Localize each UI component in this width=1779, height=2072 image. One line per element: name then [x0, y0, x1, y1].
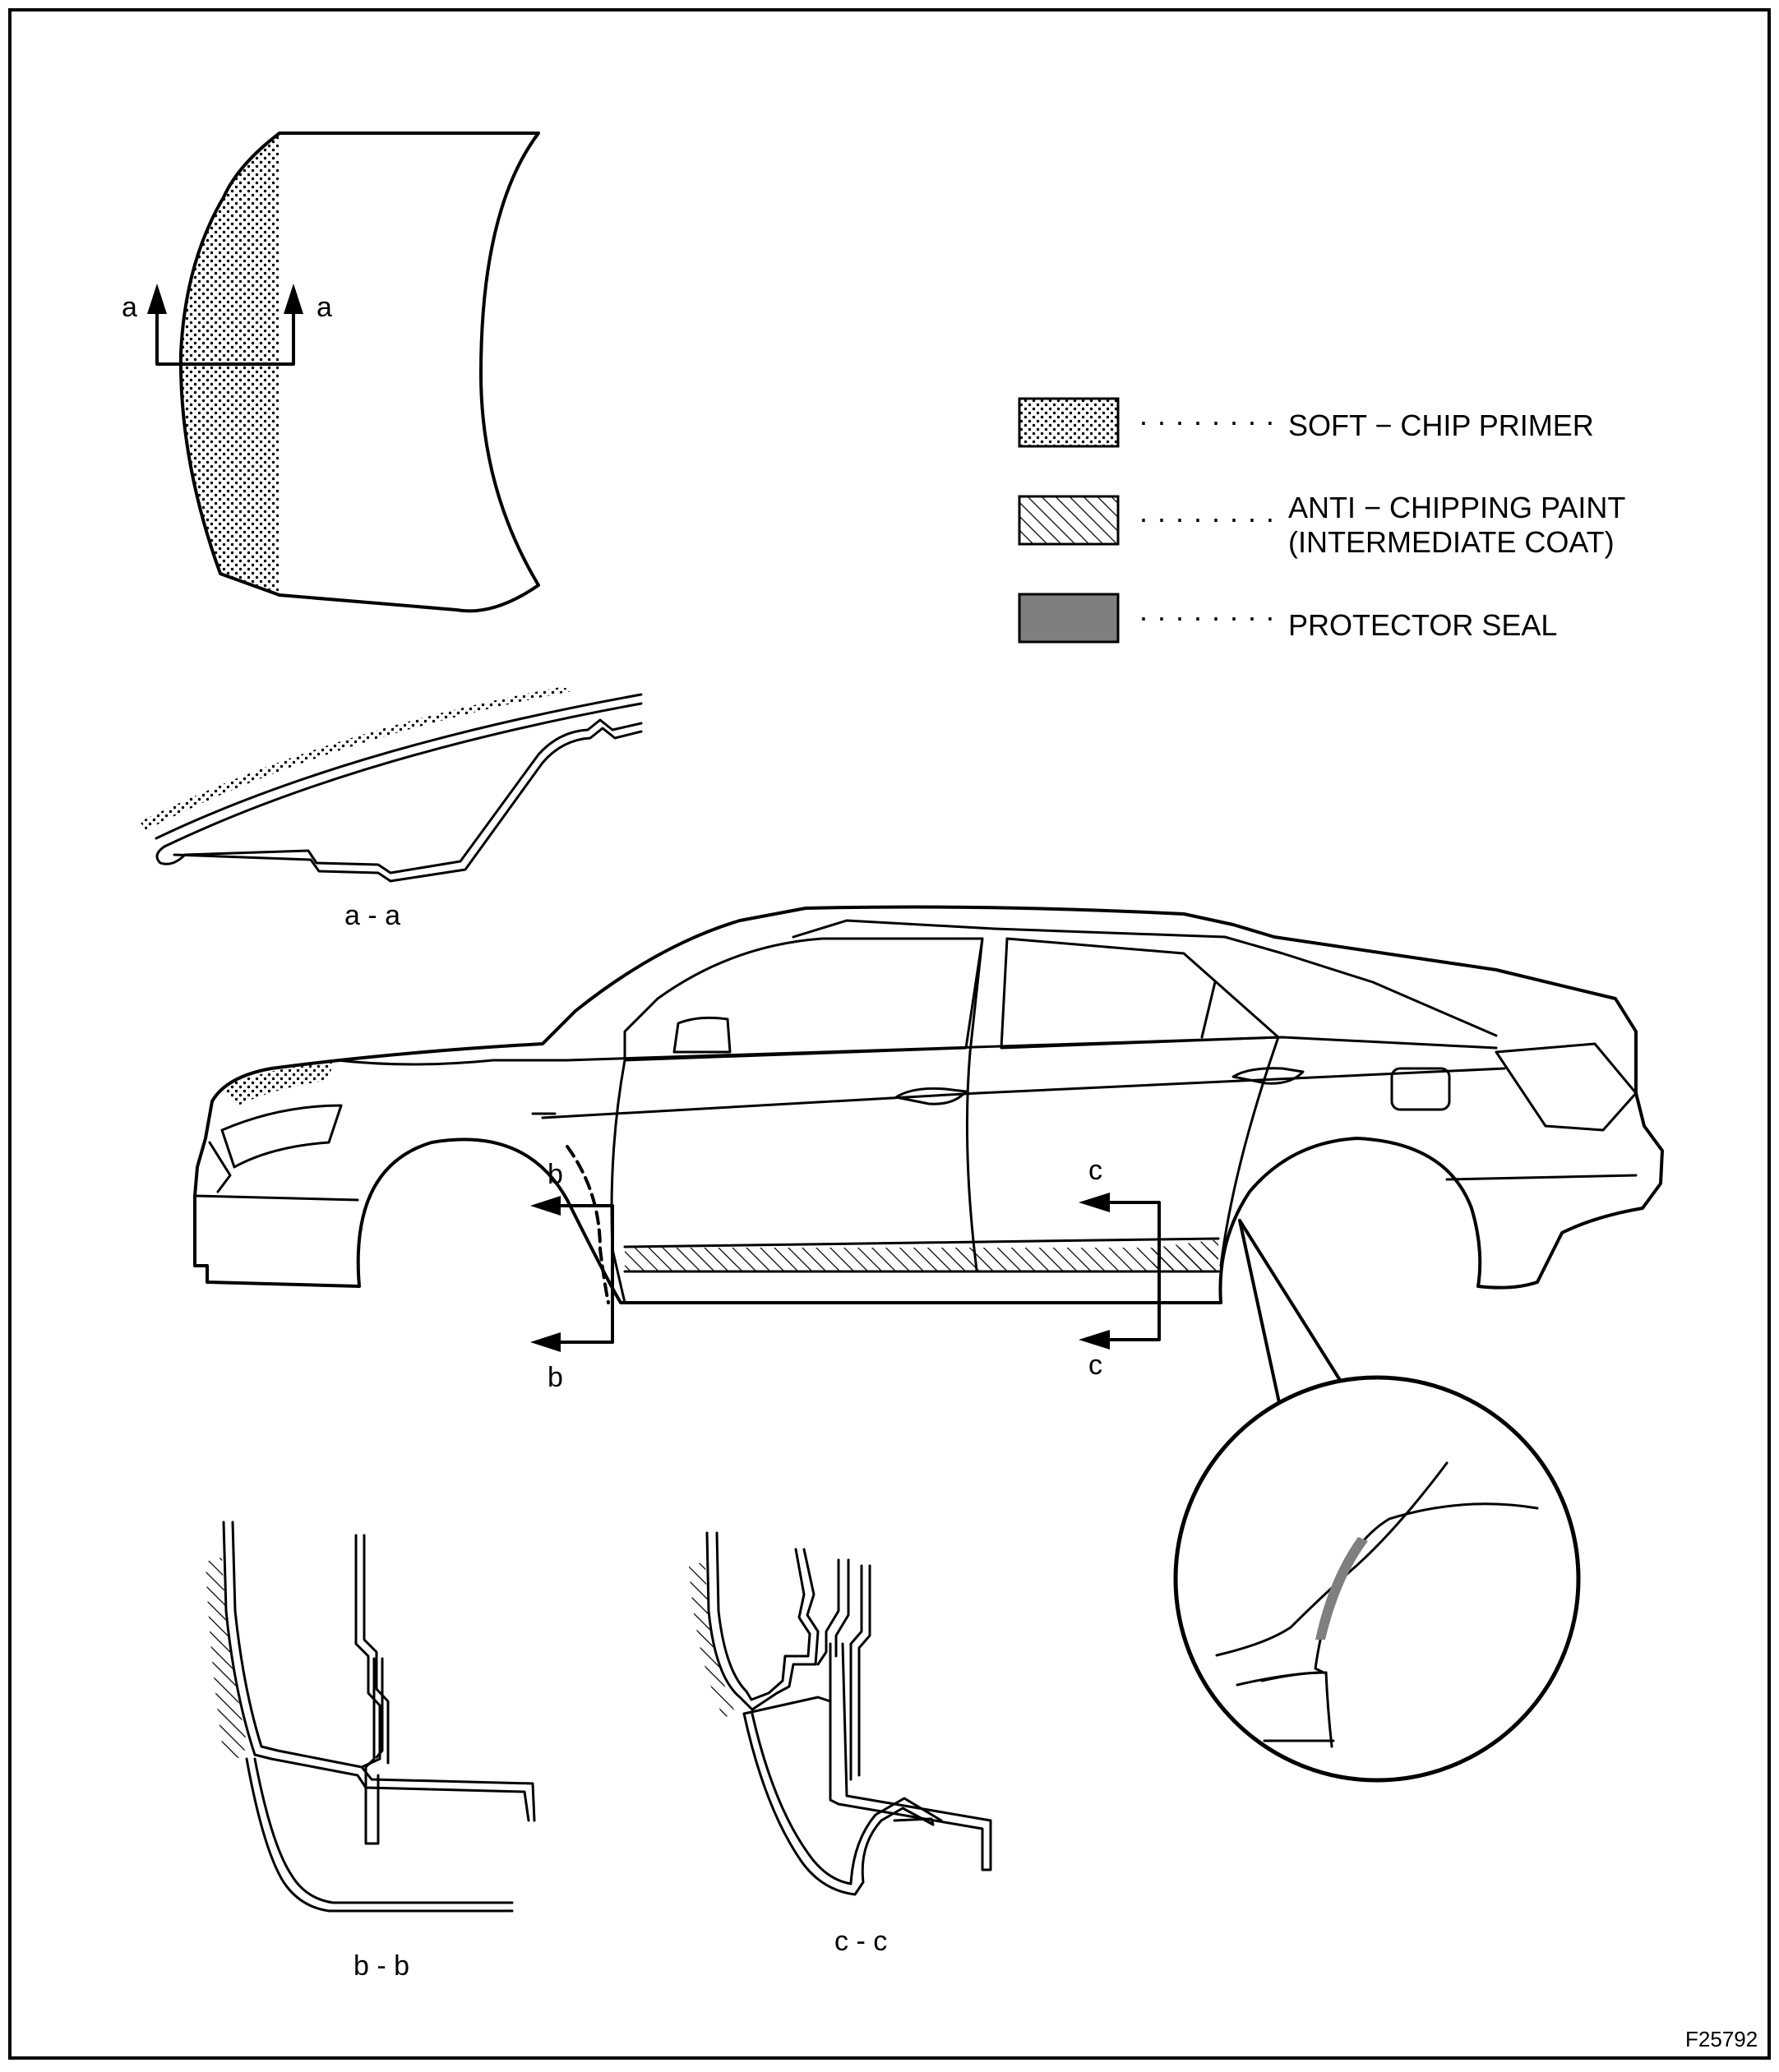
car-rear-window: [1000, 937, 1280, 1050]
arrow-left-icon: [530, 1196, 561, 1216]
car-side-view: b b c c: [193, 905, 1664, 1393]
magnifier-lower-edge: [1324, 1671, 1333, 1748]
legend-swatch-soft-chip-primer: [1018, 397, 1120, 448]
hood-section-line: [155, 311, 295, 366]
view-label-aa: a - a: [344, 900, 400, 931]
legend-swatch-anti-chipping-paint: [1018, 495, 1120, 546]
car-grille: [208, 1141, 232, 1193]
section-bb-outer-1: [222, 1521, 530, 1822]
section-aa-drawing: a - a: [140, 687, 643, 931]
car-front-door-handle: [894, 1087, 968, 1105]
legend-dots-3: · · · · · · · ·: [1139, 600, 1275, 634]
car-hood-primer: [220, 1060, 337, 1105]
car-rear-bumper-line: [1445, 1174, 1638, 1181]
section-bb-anti-chip: [206, 1557, 247, 1759]
legend-label-intermediate-coat: (INTERMEDIATE COAT): [1288, 525, 1615, 559]
section-cc-lower-member: [829, 1642, 992, 1871]
car-hood-line: [335, 1059, 569, 1066]
legend-label-soft-chip-primer: SOFT − CHIP PRIMER: [1288, 408, 1594, 442]
section-bb-rib-4: [375, 1657, 384, 1759]
figure-frame: [8, 8, 1771, 2060]
section-b-bracket: [557, 1204, 614, 1344]
magnifier-leader-left: [1238, 1219, 1284, 1419]
car-roof-line: [792, 919, 1498, 1037]
section-bb-inner-1: [245, 1757, 514, 1913]
view-label-cc: c - c: [834, 1926, 887, 1957]
car-rear-window-divider: [1200, 981, 1217, 1039]
section-cc-outer-2: [715, 1531, 811, 1701]
section-cc-rib-2: [834, 1558, 850, 1658]
car-belt-line: [566, 1036, 1498, 1062]
section-c-bracket: [1107, 1201, 1161, 1341]
magnifier-protector-seal: [1315, 1537, 1368, 1640]
arrow-left-icon: [1079, 1330, 1110, 1350]
section-label-b-top: b: [548, 1159, 563, 1190]
section-aa-inner-panel-2: [173, 727, 643, 883]
car-rear-door-handle: [1231, 1067, 1305, 1085]
section-cc-inner-2: [751, 1712, 943, 1885]
magnifier-leader-right: [1238, 1219, 1354, 1401]
arrow-up-icon: [284, 284, 303, 314]
car-rocker-anti-chip-rear: [1153, 1239, 1218, 1271]
section-cc-inner-1: [742, 1712, 935, 1896]
magnifier-sill-line: [1236, 1671, 1328, 1687]
car-fuel-door: [1390, 1067, 1451, 1111]
magnifier-circle: [1173, 1375, 1581, 1783]
legend-dots-1: · · · · · · · ·: [1139, 404, 1275, 438]
section-bb-rib-1: [354, 1534, 381, 1769]
legend-dots-2: · · · · · · · ·: [1139, 501, 1275, 535]
section-cc-rib-1: [816, 1558, 840, 1666]
legend: · · · · · · · · SOFT − CHIP PRIMER · · ·…: [1018, 397, 1625, 644]
figure-code: F25792: [1685, 2027, 1758, 2051]
section-bb-rib-2: [363, 1534, 390, 1765]
section-label-a-right: a: [317, 292, 332, 323]
section-aa-outer-skin: [155, 693, 643, 840]
arrow-left-icon: [1079, 1193, 1110, 1212]
section-b-cut-line: [566, 1145, 610, 1304]
section-cc-rib-4: [857, 1564, 871, 1777]
section-cc-drawing: c - c: [689, 1531, 992, 1957]
view-label-bb: b - b: [353, 1950, 409, 1982]
section-bb-outer-2: [231, 1521, 536, 1822]
section-bb-inner-2: [253, 1757, 514, 1904]
car-body-outline: [193, 905, 1664, 1304]
detail-magnifier: [1173, 1219, 1581, 1783]
car-rocker-top: [623, 1237, 1220, 1248]
car-character-line: [541, 1067, 1506, 1119]
section-cc-outer-1: [705, 1531, 820, 1711]
car-bumper-line: [194, 1194, 359, 1202]
car-rocker-anti-chip: [625, 1248, 1218, 1271]
section-label-c-bottom: c: [1088, 1350, 1102, 1381]
section-aa-outer-skin-inner: [163, 702, 643, 848]
car-side-mirror: [672, 1016, 732, 1054]
hood-drawing: a a: [122, 132, 540, 613]
legend-swatch-protector-seal: [1018, 593, 1120, 644]
section-bb-rib-3: [364, 1657, 380, 1845]
section-bb-drawing: b - b: [206, 1521, 536, 1982]
section-cc-flange: [742, 1696, 832, 1715]
hood-outline: [178, 132, 540, 613]
section-label-a-left: a: [122, 292, 137, 323]
car-door-divider: [965, 937, 984, 1271]
section-cc-rib-3: [849, 1564, 863, 1781]
car-rear-door-edge: [1219, 1036, 1280, 1267]
arrow-left-icon: [530, 1332, 561, 1352]
legend-label-protector-seal: PROTECTOR SEAL: [1288, 608, 1557, 642]
car-headlamp: [220, 1104, 343, 1169]
arrow-up-icon: [147, 284, 167, 314]
car-tail-lamp: [1495, 1042, 1638, 1132]
section-label-c-top: c: [1088, 1155, 1102, 1186]
legend-label-anti-chipping-paint: ANTI − CHIPPING PAINT: [1288, 491, 1625, 524]
car-front-window: [623, 937, 984, 1062]
section-label-b-bottom: b: [548, 1362, 563, 1393]
